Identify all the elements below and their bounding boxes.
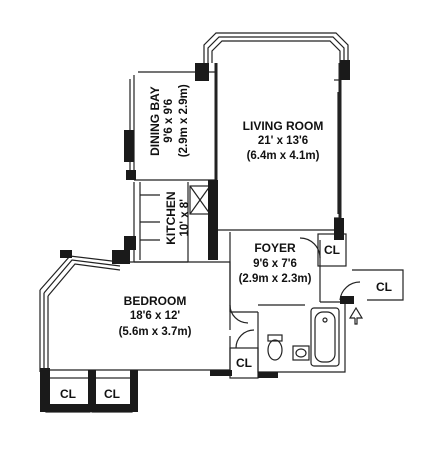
kitchen-name: KITCHEN (163, 191, 178, 245)
toilet-icon (267, 334, 283, 361)
entry-closet-label: CL (376, 280, 392, 294)
bathroom-walls (257, 301, 346, 373)
dining-bay-name: DINING BAY (147, 86, 162, 156)
stove-icon (189, 185, 211, 215)
living-room-name: LIVING ROOM (242, 119, 324, 133)
bathtub-icon (310, 307, 340, 367)
bedroom-name: BEDROOM (123, 294, 187, 308)
sink-icon (292, 345, 310, 361)
foyer-dim-metric: (2.9m x 2.3m) (238, 273, 312, 285)
kitchen-dim-imperial: 10' x 8' (179, 199, 192, 237)
living-room-dim-metric: (6.4m x 4.1m) (246, 150, 320, 162)
living-room-bay-window (203, 32, 349, 63)
bath-closet-walls (229, 347, 259, 379)
wall-columns (40, 60, 354, 412)
entry-closet-walls (352, 269, 404, 301)
foyer-closet-label: CL (324, 243, 340, 257)
entry-arrow-icon (348, 306, 364, 325)
bedroom-dim-imperial: 18'6 x 12' (129, 310, 181, 322)
bedroom-dim-metric: (5.6m x 3.7m) (118, 326, 192, 338)
bath-closet-label: CL (236, 356, 252, 370)
foyer-name: FOYER (254, 241, 296, 255)
bedroom-closet-left-label: CL (60, 387, 76, 401)
foyer-dim-imperial: 9'6 x 7'6 (253, 258, 297, 270)
living-room-dim-imperial: 21' x 13'6 (257, 135, 309, 147)
dining-bay-dim-imperial: 9'6 x 9'6 (163, 98, 176, 143)
dining-bay-dim-metric: (2.9m x 2.9m) (178, 84, 191, 158)
bedroom-closet-right-label: CL (104, 387, 120, 401)
